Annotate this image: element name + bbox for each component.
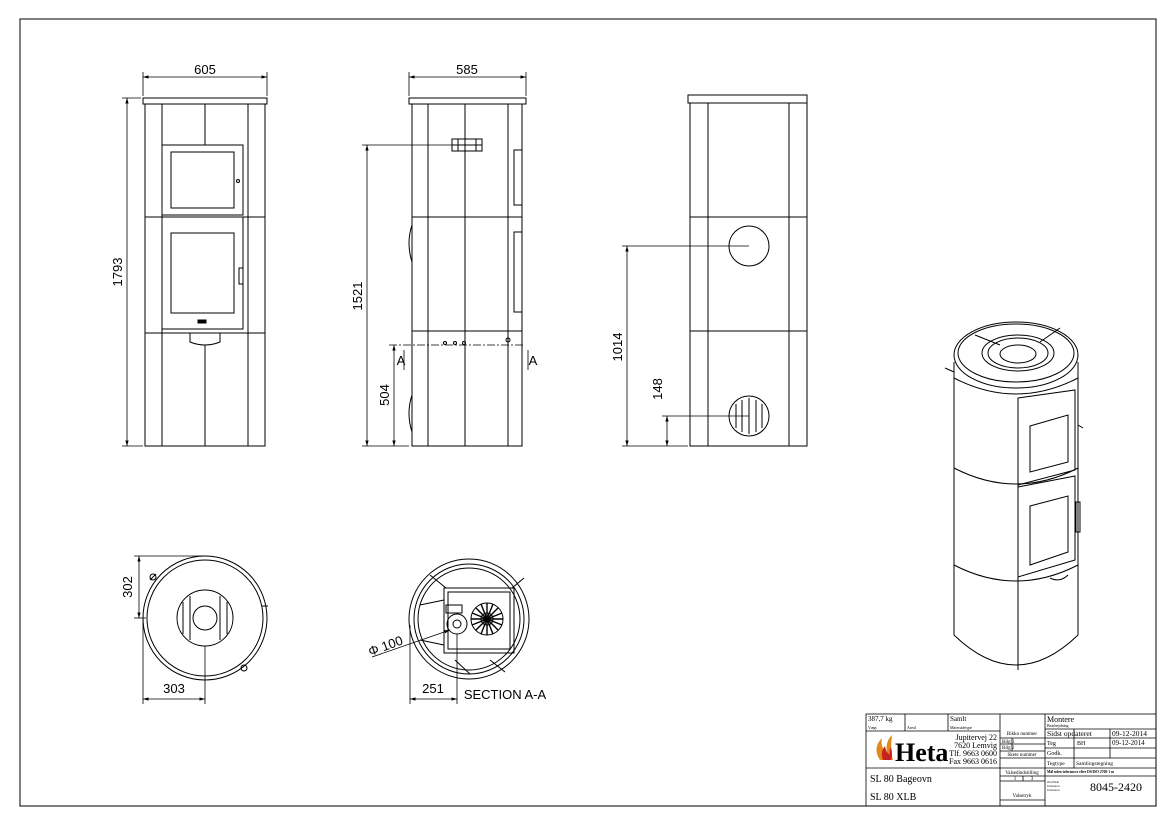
drawing-number: 8045-2420 xyxy=(1090,780,1142,794)
drawing-type: Samlingstegning xyxy=(1076,761,1113,767)
updated-date: 09-12-2014 xyxy=(1112,729,1147,738)
top-depth-dim: 302 xyxy=(120,576,135,598)
scale-bottom: Valsetryk xyxy=(1013,794,1032,799)
status-label: Bearbejdning xyxy=(1047,723,1069,728)
drawing-type-label: Tegtype xyxy=(1047,761,1065,767)
section-view-dimensions xyxy=(371,625,458,704)
bilag2-label: Bilg 2 xyxy=(1002,746,1015,751)
drawn-by: BH xyxy=(1077,741,1086,747)
side-height-dim: 1521 xyxy=(350,282,365,311)
scale-b: 3 xyxy=(1031,777,1034,782)
section-label: SECTION A-A xyxy=(464,687,547,702)
heta-logo: Heta xyxy=(895,738,948,767)
note-2: Tolerancer xyxy=(1047,784,1060,788)
isometric-view xyxy=(944,321,1084,670)
product-name-2: SL 80 XLB xyxy=(870,792,917,803)
rear-upper-height-dim: 1014 xyxy=(610,333,625,362)
drawn-date: 09-12-2014 xyxy=(1112,739,1145,747)
product-name-1: SL 80 Bageovn xyxy=(870,774,932,785)
sheet-border xyxy=(19,18,1157,807)
drawn-label: Teg xyxy=(1047,741,1056,747)
side-width-dim: 585 xyxy=(456,62,478,77)
section-view xyxy=(408,558,530,680)
side-view xyxy=(408,97,527,447)
section-diameter-dim: Φ 100 xyxy=(366,633,405,659)
scale-label: Areal xyxy=(907,725,917,730)
top-view xyxy=(142,555,268,681)
front-height-dim: 1793 xyxy=(110,258,125,287)
tolerance-note: Mål uden tolerancer efter DS/ISO 2768-1 … xyxy=(1047,770,1114,774)
weight-label: Vægt xyxy=(868,725,878,730)
front-view-dimensions xyxy=(122,72,268,447)
weight-value: 387,7 kg xyxy=(868,715,893,723)
side-section-height-dim: 504 xyxy=(377,384,392,406)
title-block xyxy=(865,713,1157,807)
front-width-dim: 605 xyxy=(194,62,216,77)
note-1: Overflade xyxy=(1047,780,1060,784)
rear-lower-height-dim: 148 xyxy=(650,378,665,400)
top-view-dimensions xyxy=(134,555,206,704)
section-offset-dim: 251 xyxy=(422,681,444,696)
scale-heading: Valsedindstilling xyxy=(1005,771,1039,776)
address-line-3: Tlf. 9663 0600 xyxy=(949,749,997,758)
approved-label: Godk. xyxy=(1047,751,1062,757)
section-mark-right: A xyxy=(529,353,538,368)
address-line-2: 7620 Lemvig xyxy=(954,741,997,750)
status-value: Montere xyxy=(1047,715,1075,724)
material-value: Samlt xyxy=(950,715,966,723)
address-line-1: Jupitervej 22 xyxy=(955,733,997,742)
scale-no-label: Skete nummer xyxy=(1007,753,1036,758)
top-width-dim: 303 xyxy=(163,681,185,696)
updated-label: Sidst opdateret xyxy=(1047,729,1093,738)
rear-view-dimensions xyxy=(622,245,749,447)
scale-a: 1 xyxy=(1014,777,1017,782)
side-view-dimensions xyxy=(362,72,529,447)
section-mark-left: A xyxy=(397,353,406,368)
address-line-4: Fax 9663 0616 xyxy=(949,757,997,766)
note-3: Tolerancer xyxy=(1047,788,1060,792)
drawing-no-label: Bikko nummer xyxy=(1007,732,1037,737)
heta-flame-icon xyxy=(876,735,893,760)
bilag1-label: Bilg 1 xyxy=(1002,740,1015,745)
front-view xyxy=(142,97,268,447)
rear-view xyxy=(687,94,808,447)
material-label: Materialetype xyxy=(950,725,972,730)
